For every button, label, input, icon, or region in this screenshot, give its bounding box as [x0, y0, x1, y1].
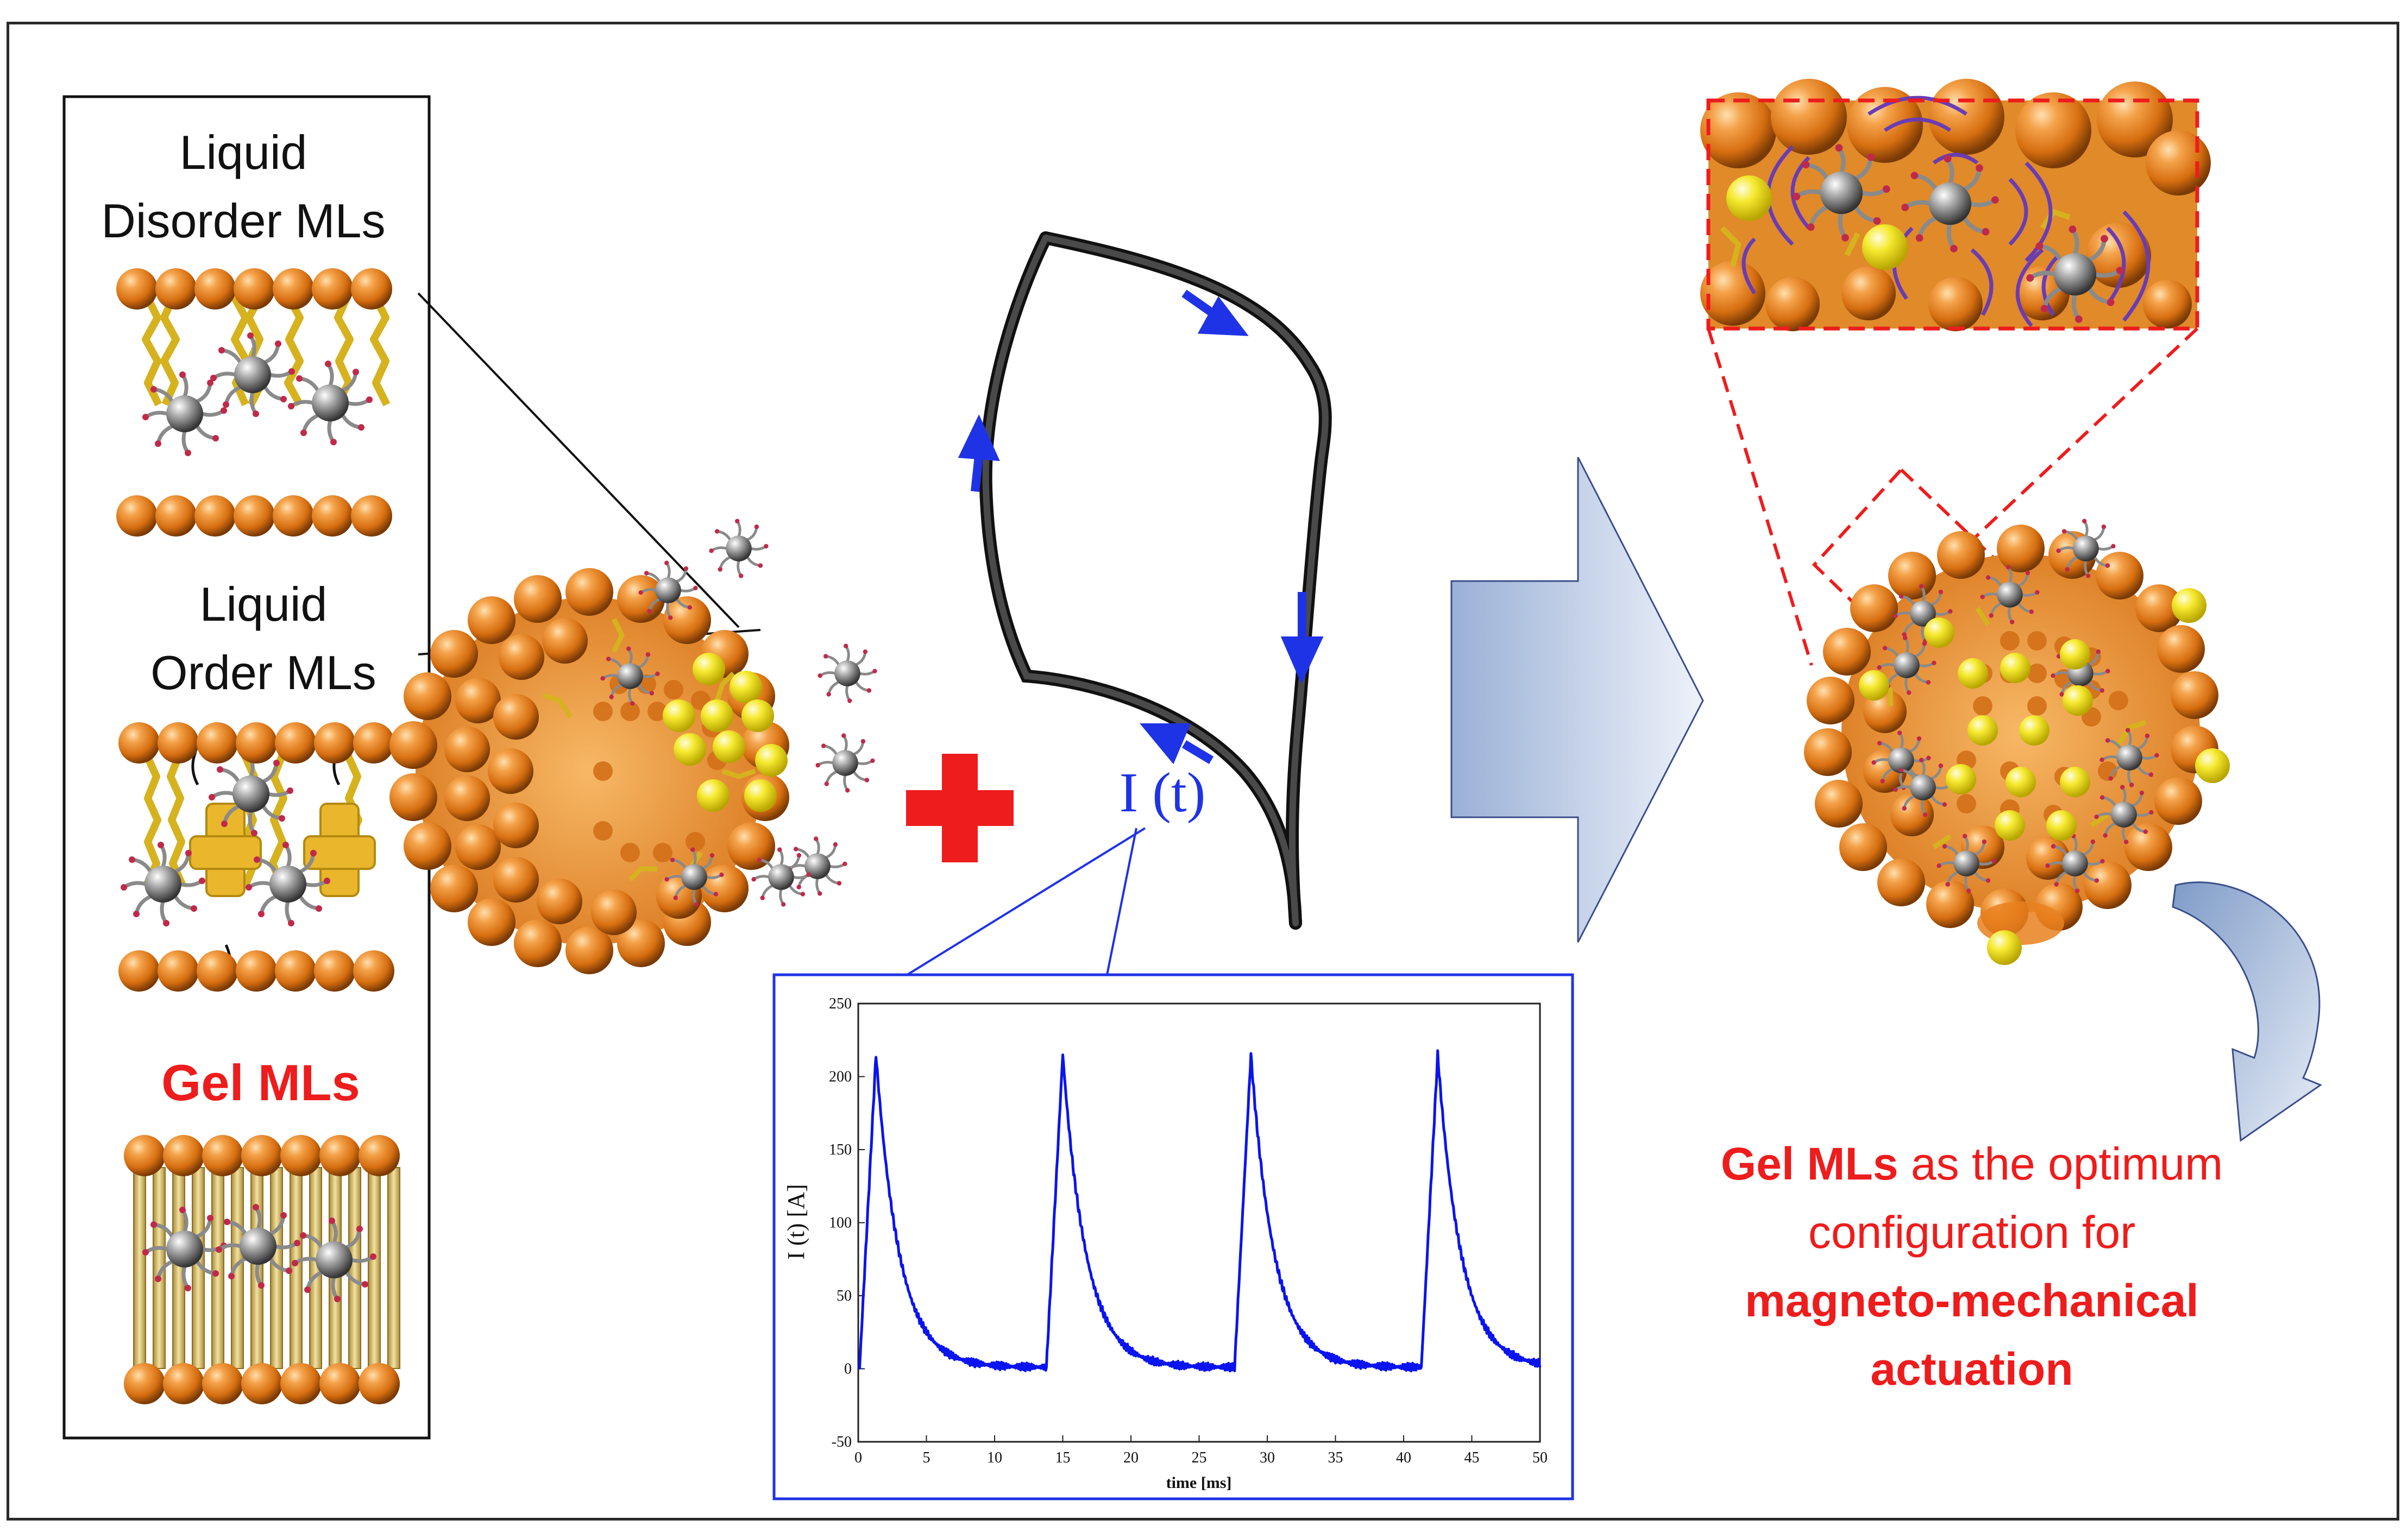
- y-tick-label: 50: [837, 1288, 852, 1304]
- conclusion-bold1: magneto-mechanical: [1745, 1275, 2199, 1326]
- x-tick-label: 5: [923, 1449, 930, 1466]
- x-tick-label: 20: [1123, 1449, 1139, 1466]
- label-gel: Gel MLs: [161, 1054, 360, 1111]
- y-tick-label: 100: [829, 1215, 852, 1232]
- x-tick-label: 35: [1328, 1449, 1343, 1466]
- x-tick-label: 25: [1192, 1449, 1207, 1466]
- zoom-frame: [1706, 98, 2199, 331]
- plot-frame: [772, 973, 1574, 1500]
- label-liquid-order-line2: Order MLs: [150, 646, 376, 699]
- liquid-order-membrane: [118, 722, 394, 992]
- label-liquid-order-line1: Liquid: [199, 577, 328, 631]
- x-tick-label: 0: [854, 1449, 862, 1466]
- figure-border: [7, 22, 2399, 1521]
- y-tick-label: 200: [829, 1069, 852, 1086]
- zoom-inset: [1700, 79, 2211, 331]
- loop-direction-arrows: [958, 289, 1324, 765]
- current-trace: [857, 1049, 1542, 1373]
- y-tick-label: 250: [829, 995, 852, 1012]
- label-current: I (t): [1119, 761, 1206, 824]
- liposome-left: [389, 519, 877, 974]
- y-ticks: -50 0 50 100 150 200 250: [829, 995, 865, 1450]
- conclusion-text: Gel MLs as the optimum configuration for…: [1586, 1130, 2357, 1403]
- x-tick-label: 50: [1532, 1449, 1548, 1466]
- conclusion-mid1: as the optimum: [1898, 1138, 2223, 1189]
- conclusion-gel: Gel MLs: [1720, 1138, 1898, 1189]
- plot-callout: [906, 827, 1146, 976]
- label-liquid-disorder: Liquid Disorder MLs: [70, 118, 417, 255]
- y-axis-label: I (t) [A]: [783, 1184, 809, 1259]
- curved-arrow: [2172, 881, 2323, 1142]
- x-axis-label: time [ms]: [1166, 1474, 1232, 1492]
- label-liquid-disorder-line2: Disorder MLs: [101, 194, 386, 248]
- gel-membrane: [124, 1135, 400, 1404]
- x-ticks: 0 5 10 15 20 25 30 35 40 45 50: [854, 1435, 1548, 1466]
- process-arrow: [1450, 457, 1704, 943]
- x-tick-label: 40: [1396, 1449, 1411, 1466]
- liposome-right: [1804, 519, 2218, 945]
- conclusion-mid2: configuration for: [1808, 1207, 2136, 1258]
- label-liquid-order: Liquid Order MLs: [120, 570, 407, 707]
- hysteresis-loop: [958, 231, 1332, 930]
- y-tick-label: -50: [832, 1434, 852, 1450]
- plus-sign: [906, 754, 1014, 862]
- x-tick-label: 15: [1055, 1449, 1071, 1466]
- y-tick-label: 0: [844, 1361, 852, 1378]
- x-tick-label: 45: [1464, 1449, 1480, 1466]
- conclusion-bold2: actuation: [1870, 1344, 2073, 1395]
- x-tick-label: 10: [987, 1449, 1002, 1466]
- released-spheres: [1987, 588, 2230, 965]
- label-liquid-disorder-line1: Liquid: [179, 125, 307, 179]
- y-tick-label: 150: [829, 1141, 852, 1158]
- liquid-disorder-membrane: [116, 268, 392, 537]
- x-tick-label: 30: [1260, 1449, 1275, 1466]
